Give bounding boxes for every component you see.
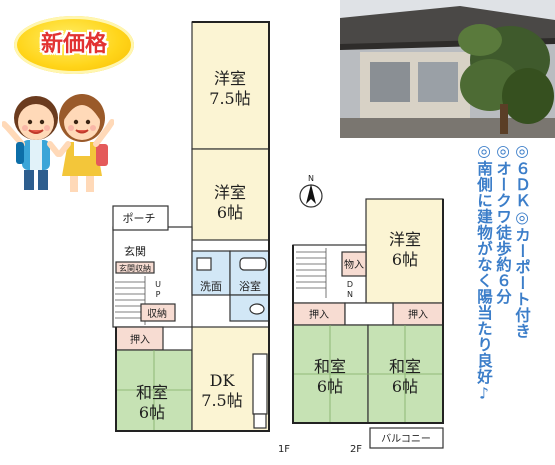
closet-2f-right-label: 押入 <box>408 308 428 321</box>
floor-1-label: 1F <box>278 444 290 455</box>
toilet <box>249 303 265 315</box>
closet-2f-left-label: 押入 <box>309 308 329 321</box>
floor-1 <box>112 21 270 432</box>
floor-2-label: 2F <box>350 444 362 455</box>
japanese-2f-right-name: 和室 <box>389 357 421 376</box>
stairs-1f <box>115 276 146 325</box>
stairs-up-p: P <box>156 290 161 299</box>
balcony <box>369 427 444 449</box>
western-mid-name: 洋室 <box>214 183 246 202</box>
stairs-down-d: D <box>347 280 353 289</box>
shoe-storage-label: 玄関収納 <box>119 263 151 273</box>
western-2f-name: 洋室 <box>389 230 421 249</box>
japanese-1f-name: 和室 <box>136 383 168 402</box>
dk-size: 7.5帖 <box>201 391 242 410</box>
boy-illustration <box>2 96 61 190</box>
storage-1f-label: 収納 <box>147 307 167 320</box>
storage-2f <box>341 251 367 277</box>
stairs-down-n: N <box>347 290 353 299</box>
photo-image <box>340 0 555 138</box>
feature-okuwa: ◎オークワ徒歩約６分 <box>494 142 512 305</box>
hall-2f-lower <box>344 302 394 326</box>
feature-carport: ◎６ＤＫ◎カーポート付き <box>513 142 531 339</box>
western-room-top <box>191 21 270 150</box>
japanese-2f-left-name: 和室 <box>314 357 346 376</box>
stairs-up-u: U <box>155 280 161 289</box>
japanese-2f-left-size: 6帖 <box>317 377 343 396</box>
badge-text: 新価格 <box>40 32 107 57</box>
western-2f-size: 6帖 <box>392 250 418 269</box>
stove <box>253 413 267 429</box>
dk-name: DK <box>210 371 236 390</box>
bathtub <box>239 257 267 271</box>
kitchen-counter <box>252 353 268 415</box>
floor-2 <box>292 198 444 449</box>
stairs-2f <box>296 248 327 298</box>
feature-sunlight: ◎南側に建物がなく陽当たり良好♪ <box>475 142 493 403</box>
japanese-2f-right-size: 6帖 <box>392 377 418 396</box>
porch-label: ポーチ <box>123 212 156 225</box>
porch <box>112 205 169 231</box>
entrance-label: 玄関 <box>124 244 146 258</box>
closet-1f-label: 押入 <box>130 333 150 346</box>
western-mid-size: 6帖 <box>217 203 243 222</box>
new-price-badge: 新価格 <box>14 16 134 74</box>
balcony-label: バルコニー <box>381 433 431 445</box>
western-top-size: 7.5帖 <box>209 89 250 108</box>
tatami-lines-2f <box>293 325 443 423</box>
badge-background <box>14 16 134 74</box>
storage-1f <box>140 303 176 322</box>
washbasin <box>196 257 212 271</box>
storage-2f-label: 物入 <box>344 258 364 271</box>
japanese-1f-size: 6帖 <box>139 403 165 422</box>
shoe-storage <box>115 261 155 274</box>
compass <box>299 184 323 208</box>
washroom-label: 洗面 <box>200 280 222 293</box>
girl-illustration <box>57 94 114 192</box>
western-top-name: 洋室 <box>214 69 246 88</box>
compass-north: N <box>308 174 314 183</box>
house-photo <box>340 0 555 138</box>
children-illustration <box>2 94 114 192</box>
tatami-lines-1f <box>116 350 192 431</box>
western-room-2f <box>365 198 444 304</box>
western-room-mid <box>191 148 270 241</box>
bathroom-label: 浴室 <box>239 279 261 293</box>
